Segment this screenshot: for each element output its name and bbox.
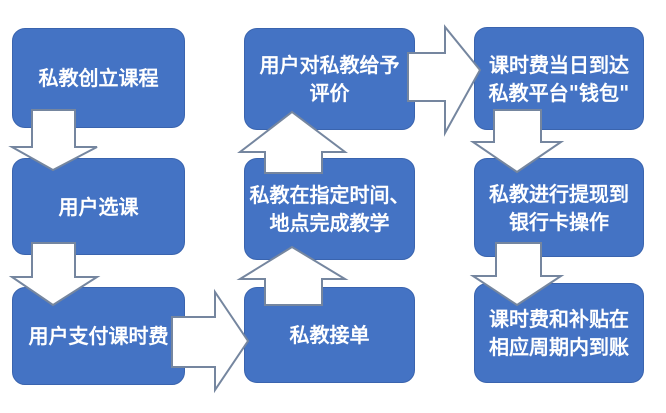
arrow-right-icon-m1-r1	[407, 24, 482, 137]
flow-node-fee-arrives-wallet: 课时费当日到达 私教平台"钱包"	[474, 27, 644, 130]
flow-node-fee-subsidy-arrive-cycle: 课时费和补贴在 相应周期内到账	[474, 283, 644, 383]
flow-node-tutor-accepts-order: 私教接单	[244, 287, 415, 383]
flow-node-tutor-creates-course: 私教创立课程	[12, 28, 185, 128]
flow-node-user-rates-tutor: 用户对私教给予 评价	[244, 28, 415, 130]
flow-node-user-selects-course: 用户选课	[12, 158, 185, 255]
flow-node-user-pays-lesson-fee: 用户支付课时费	[12, 287, 185, 385]
flow-node-tutor-withdraws-bank-card: 私教进行提现到 银行卡操作	[474, 158, 644, 257]
flow-node-tutor-teaches-time-place: 私教在指定时间、 地点完成教学	[244, 158, 415, 260]
